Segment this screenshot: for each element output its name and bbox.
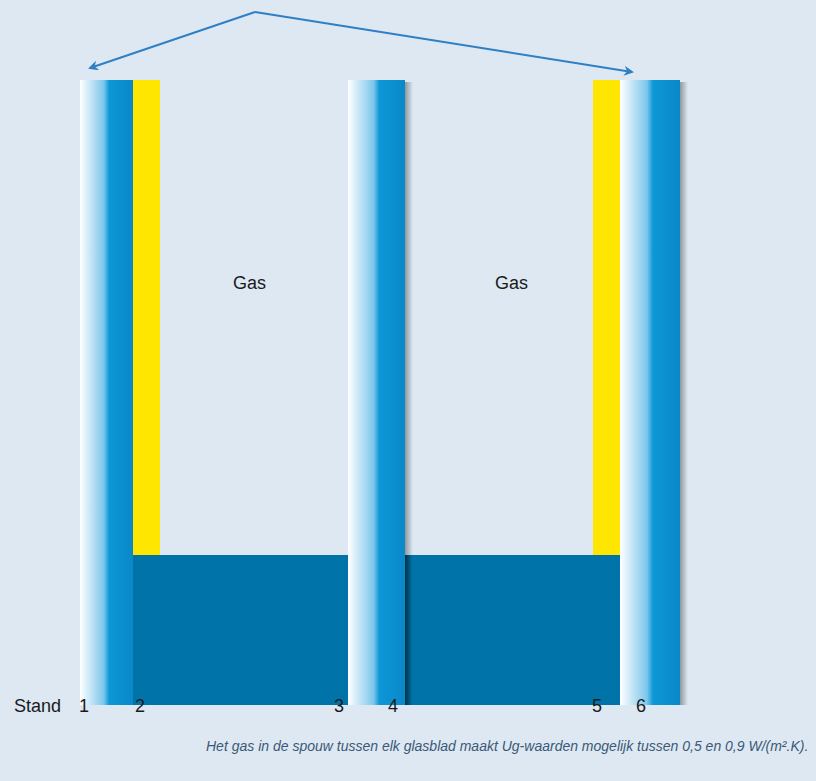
gas-label: Gas xyxy=(233,273,266,294)
glass-pane xyxy=(620,80,680,705)
shadow xyxy=(405,82,413,705)
coating xyxy=(133,80,160,555)
gas-label: Gas xyxy=(495,273,528,294)
position-number: 5 xyxy=(592,696,602,717)
spacer xyxy=(405,555,621,705)
position-number: 3 xyxy=(334,696,344,717)
position-number: 6 xyxy=(636,696,646,717)
position-number: 4 xyxy=(388,696,398,717)
glass-pane xyxy=(348,80,405,705)
shadow xyxy=(680,82,688,705)
position-number: 2 xyxy=(135,696,145,717)
spacer xyxy=(133,555,348,705)
leader-arrow xyxy=(255,12,632,72)
caption: Het gas in de spouw tussen elk glasblad … xyxy=(206,738,808,754)
coating xyxy=(593,80,620,555)
position-number: 1 xyxy=(79,696,89,717)
leader-arrow xyxy=(90,12,255,68)
glass-pane xyxy=(80,80,133,705)
position-label: Stand xyxy=(14,696,61,717)
